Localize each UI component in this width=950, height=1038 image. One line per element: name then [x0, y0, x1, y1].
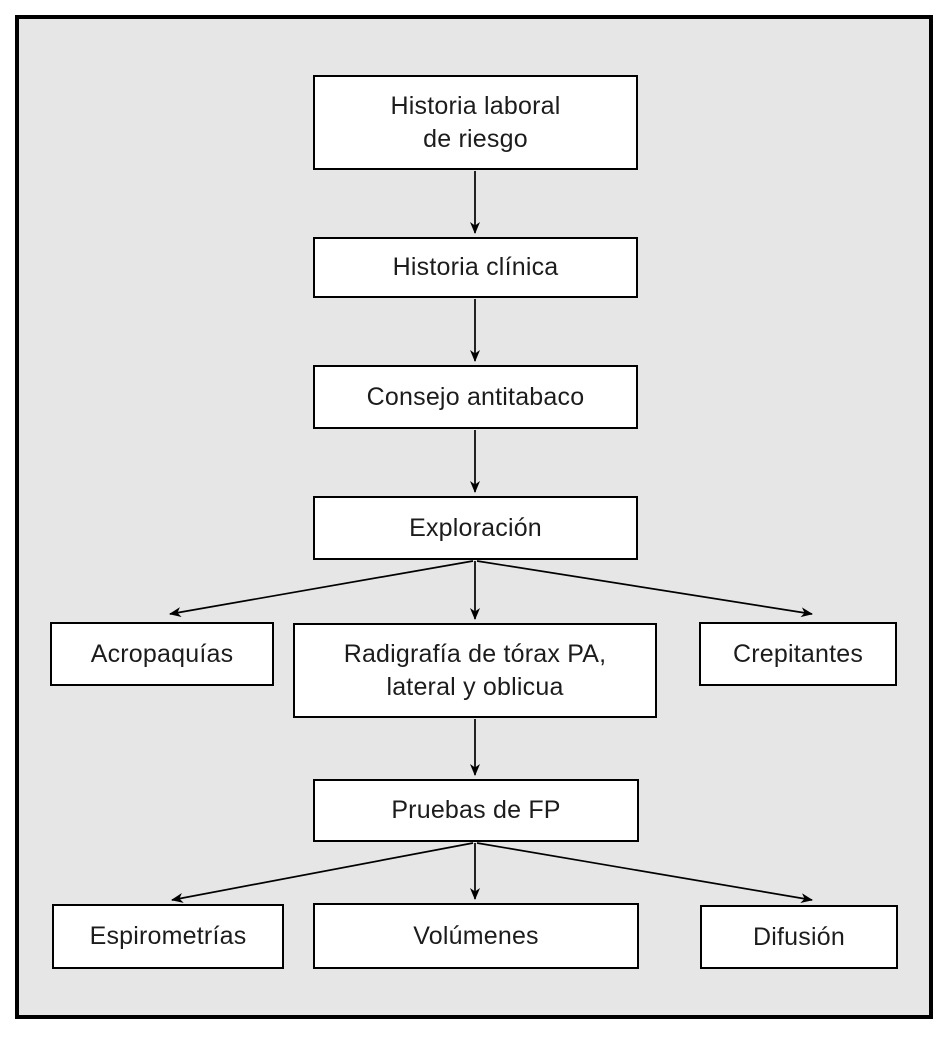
- node-difusion: Difusión: [700, 905, 898, 969]
- node-consejo-antitabaco: Consejo antitabaco: [313, 365, 638, 429]
- node-volumenes: Volúmenes: [313, 903, 639, 969]
- node-historia-clinica: Historia clínica: [313, 237, 638, 298]
- node-radiografia-torax: Radigrafía de tórax PA, lateral y oblicu…: [293, 623, 657, 718]
- node-pruebas-fp: Pruebas de FP: [313, 779, 639, 842]
- node-historia-laboral: Historia laboral de riesgo: [313, 75, 638, 170]
- node-espirometrias: Espirometrías: [52, 904, 284, 969]
- node-exploracion: Exploración: [313, 496, 638, 560]
- node-acropaquias: Acropaquías: [50, 622, 274, 686]
- node-crepitantes: Crepitantes: [699, 622, 897, 686]
